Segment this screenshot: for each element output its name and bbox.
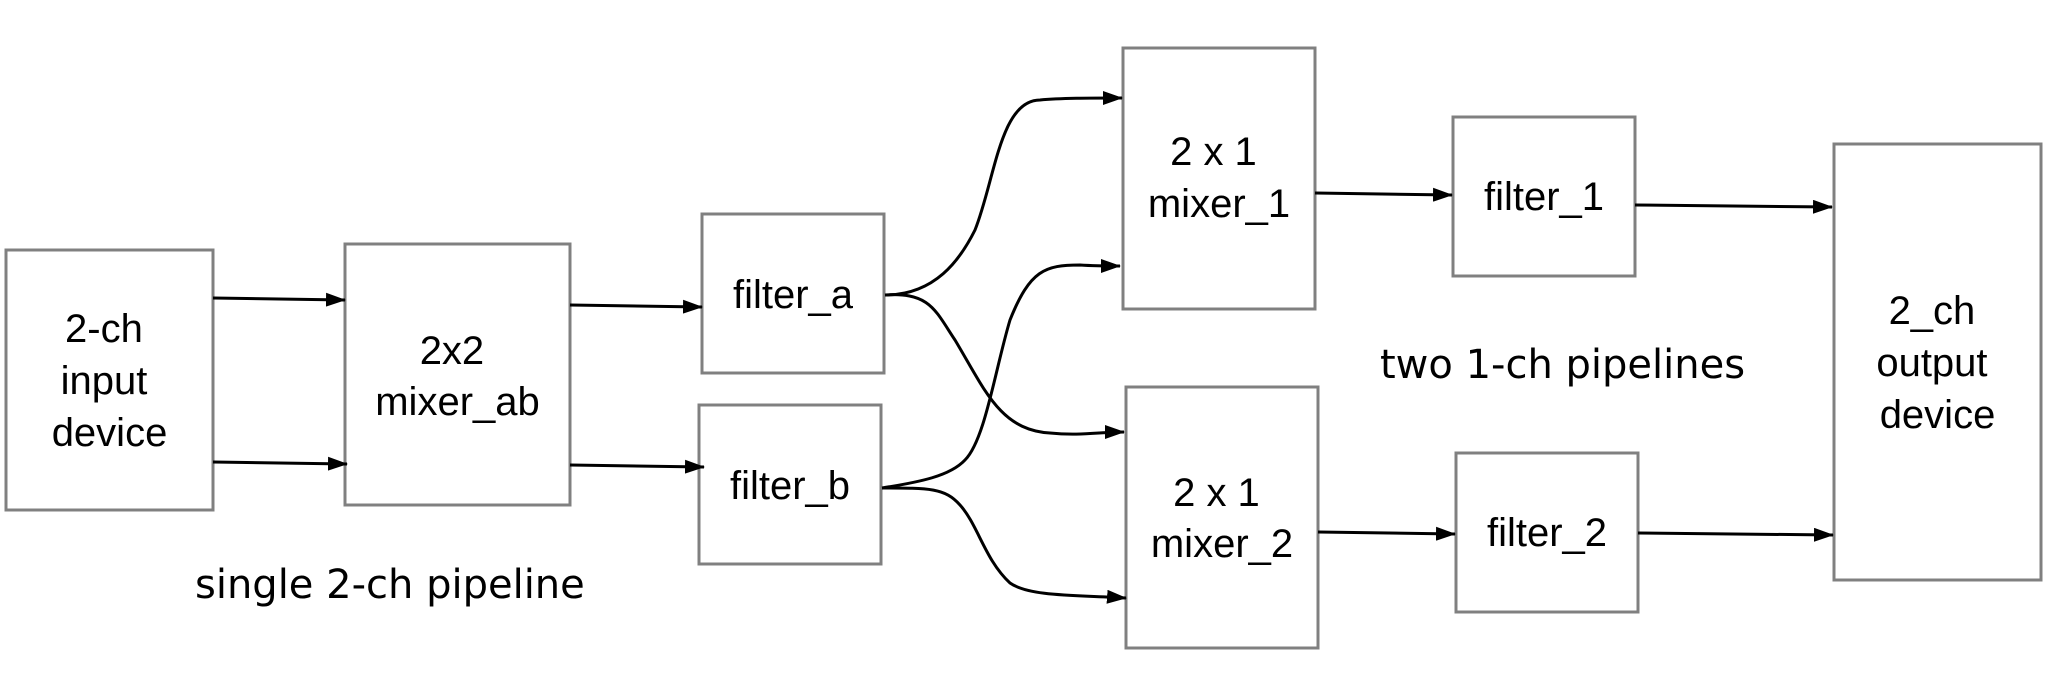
edge-filter-b-to-mixer-2 [881,486,1127,604]
svg-text:2 x 1 mixer_2: 2 x 1 mixer_2 [1151,471,1293,566]
svg-text:filter_2: filter_2 [1487,511,1607,555]
edge-filter-a-to-mixer-2 [884,293,1125,440]
edge-filter-1-to-output [1634,199,1833,214]
node-mixer-ab: 2x2 mixer_ab [343,242,572,507]
annotation-two-pipelines: two 1-ch pipelines [1380,342,1745,388]
node-filter-2: filter_2 [1454,451,1640,614]
annotation-single-pipeline: single 2-ch pipeline [195,562,585,608]
edge-mixer-2-to-filter-2 [1317,526,1456,541]
node-mixer-1: 2 x 1 mixer_1 [1121,46,1317,311]
edge-filter-b-to-mixer-1 [881,258,1121,490]
edge-filter-a-to-mixer-1 [884,91,1123,297]
edge-input-to-mixer-ab-bottom [212,456,348,471]
edge-filter-2-to-output [1637,527,1834,542]
node-input-device: 2-ch input device [4,248,215,512]
node-output-device: 2_ch output device [1832,142,2043,582]
svg-text:2 x 1 mixer_1: 2 x 1 mixer_1 [1148,130,1290,226]
node-filter-b: filter_b [697,403,883,566]
node-filter-1: filter_1 [1451,115,1637,278]
svg-text:2x2 mixer_ab: 2x2 mixer_ab [375,329,540,424]
edge-mixer-1-to-filter-1 [1314,187,1453,202]
node-filter-a: filter_a [700,212,886,375]
svg-text:filter_a: filter_a [733,273,854,317]
edge-mixer-ab-to-filter-b [569,459,705,474]
svg-text:2_ch output device: 2_ch output device [1876,289,1998,437]
svg-text:2-ch input device: 2-ch input device [52,307,168,455]
svg-text:filter_1: filter_1 [1484,175,1604,219]
edge-mixer-ab-to-filter-a [569,299,703,314]
edges [212,91,1834,604]
svg-text:filter_b: filter_b [730,464,850,508]
edge-input-to-mixer-ab-top [212,292,346,307]
node-mixer-2: 2 x 1 mixer_2 [1124,385,1320,650]
